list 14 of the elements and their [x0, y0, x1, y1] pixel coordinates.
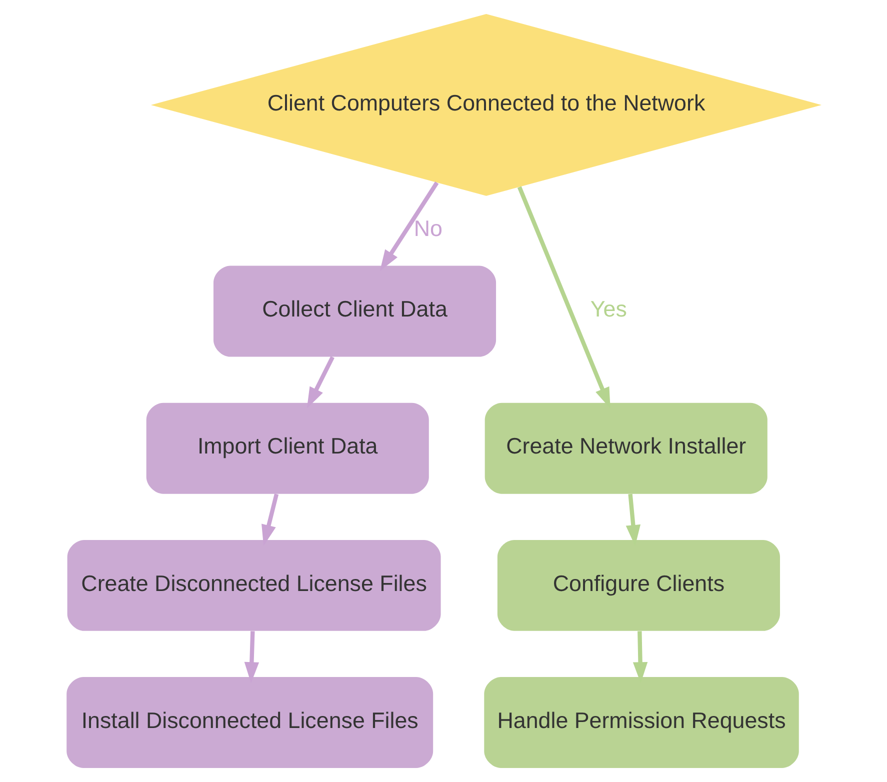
arrow — [379, 182, 438, 271]
node-box: Create Disconnected License Files — [66, 540, 440, 631]
node-box: Collect Client Data — [212, 266, 496, 357]
edge-label: Yes — [590, 296, 626, 322]
arrow — [244, 631, 259, 684]
node-box: Import Client Data — [146, 402, 428, 494]
arrow — [261, 494, 278, 546]
node-box: Create Network Installer — [484, 402, 767, 494]
node-box: Install Disconnected License Files — [66, 677, 433, 768]
arrow — [306, 356, 334, 408]
edge-label: No — [413, 216, 442, 242]
node-box: Configure Clients — [496, 540, 780, 631]
node-diamond: Client Computers Connected to the Network — [150, 14, 822, 196]
node-box: Handle Permission Requests — [484, 677, 798, 768]
